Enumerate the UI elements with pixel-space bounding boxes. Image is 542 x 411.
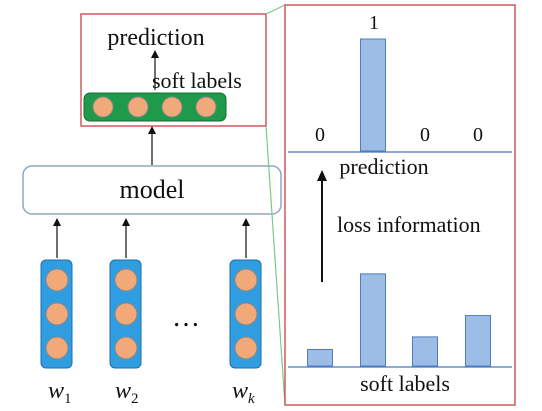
prediction-value-label: 0 xyxy=(473,124,483,146)
soft-label-bar xyxy=(412,336,438,367)
prediction-chart: 0 1 0 0 xyxy=(315,12,483,152)
soft-label-bar xyxy=(360,273,386,367)
soft-label-node xyxy=(195,96,217,118)
prediction-frame xyxy=(80,13,267,127)
model-box xyxy=(22,165,282,215)
arrowhead-to-prediction xyxy=(151,50,159,58)
connector-bottom xyxy=(265,125,286,406)
prediction-label: prediction xyxy=(107,25,204,51)
word-vector-k xyxy=(229,259,262,369)
connector-top xyxy=(265,4,286,15)
prediction-axis-label: prediction xyxy=(339,154,428,179)
soft-labels-label: soft labels xyxy=(152,68,242,93)
soft-labels-axis-label: soft labels xyxy=(360,371,450,396)
prediction-bar xyxy=(360,38,386,152)
soft-label-bar xyxy=(307,349,333,367)
prediction-value-label: 0 xyxy=(315,124,325,146)
soft-label-vector xyxy=(83,92,227,122)
soft-label-node xyxy=(127,96,149,118)
loss-label: loss information xyxy=(337,212,481,237)
prediction-value-label: 0 xyxy=(420,124,430,146)
word-vector-2 xyxy=(109,259,142,369)
detail-frame xyxy=(284,4,516,406)
soft-label-node xyxy=(161,96,183,118)
loss-arrowhead xyxy=(317,170,327,181)
model-label: model xyxy=(120,175,185,204)
input-label-2: w2 xyxy=(115,378,139,407)
ellipsis: … xyxy=(172,302,200,333)
input-label-1: w1 xyxy=(48,378,72,407)
prediction-value-label: 1 xyxy=(369,12,379,34)
input-label-k: wk xyxy=(232,378,255,407)
input-arrows xyxy=(53,218,250,258)
soft-labels-chart xyxy=(307,273,491,367)
soft-label-node xyxy=(92,96,114,118)
soft-label-bar xyxy=(465,315,491,367)
arrowhead-model-to-soft xyxy=(148,126,156,134)
word-vector-1 xyxy=(40,259,73,369)
